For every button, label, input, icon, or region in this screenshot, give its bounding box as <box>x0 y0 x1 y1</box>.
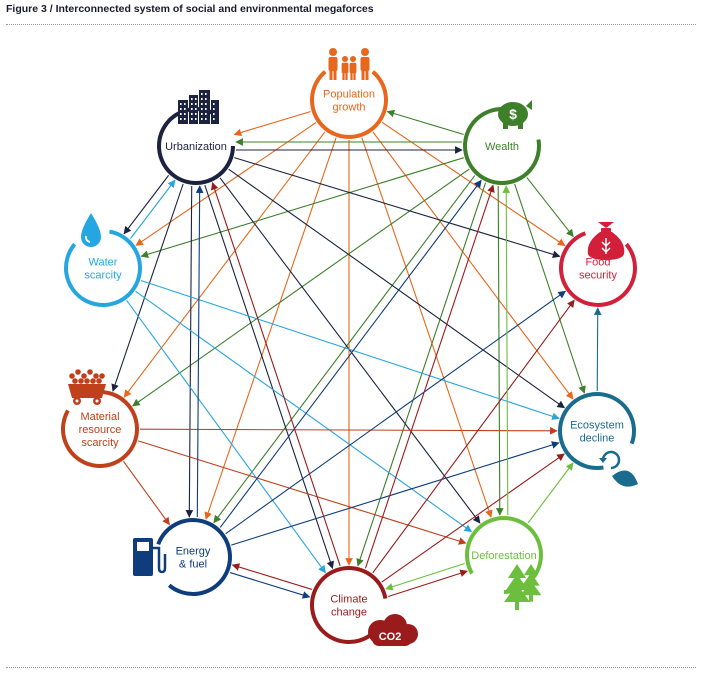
arrow-energy-to-wealth <box>219 179 482 528</box>
arrow-energy-to-urbanization <box>195 185 204 518</box>
mine-cart-icon <box>68 369 106 405</box>
arrow-climate-to-food <box>372 299 575 574</box>
arrow-climate-to-wealth <box>364 184 495 569</box>
node-energy: Energy& fuel <box>156 518 232 596</box>
arrow-urbanization-to-water <box>123 175 170 235</box>
piggy-bank-icon: $ <box>498 100 532 129</box>
arrow-deforestation-to-climate <box>385 562 465 591</box>
arrow-urbanization-to-deforestation <box>219 177 481 524</box>
arrow-population-to-urbanization <box>233 110 311 137</box>
arrow-deforestation-to-wealth <box>502 185 511 515</box>
arrow-wealth-to-energy <box>213 175 476 524</box>
node-ring <box>559 231 637 307</box>
arrow-wealth-to-climate <box>356 182 487 567</box>
co2-badge: CO2 <box>379 631 402 643</box>
arrow-population-to-deforestation <box>361 137 493 518</box>
node-ring <box>310 566 388 644</box>
arrow-water-to-deforestation <box>135 290 473 533</box>
arrow-wealth-to-deforestation <box>495 186 504 516</box>
node-label: Energy <box>176 546 211 558</box>
arrow-climate-to-energy <box>231 563 313 590</box>
node-label: Ecosystem <box>570 420 624 432</box>
node-label: resource <box>79 424 122 436</box>
svg-text:$: $ <box>509 106 517 122</box>
node-ring <box>463 107 541 185</box>
node-ring <box>156 518 232 596</box>
arrow-population-to-food <box>381 121 566 247</box>
arrow-urbanization-to-energy <box>185 185 194 518</box>
node-ring <box>310 70 388 139</box>
node-icons: $ CO2 <box>68 48 638 646</box>
arrow-energy-to-ecosystem <box>231 441 560 546</box>
arrow-energy-to-food <box>225 290 567 535</box>
water-drop-icon <box>81 213 101 247</box>
arrow-population-to-material <box>123 131 326 398</box>
node-label: decline <box>580 433 615 445</box>
grain-sack-icon <box>587 222 625 260</box>
arrow-wealth-to-ecosystem <box>514 183 586 394</box>
node-label: security <box>579 270 617 282</box>
node-label: Material <box>80 411 119 423</box>
co2-cloud-icon: CO2 <box>368 614 418 646</box>
arrow-urbanization-to-material <box>111 183 184 392</box>
arrow-energy-to-climate <box>229 572 311 599</box>
recycle-leaf-icon <box>599 450 638 487</box>
arrow-deforestation-to-ecosystem <box>527 462 574 524</box>
arrow-wealth-to-material <box>132 168 470 407</box>
node-label: Wealth <box>485 141 519 153</box>
node-label: growth <box>332 102 365 114</box>
arrow-water-to-urbanization <box>129 179 176 239</box>
bottom-dotted-rule <box>6 667 696 668</box>
arrow-population-to-energy <box>204 137 337 520</box>
node-label: Urbanization <box>165 141 227 153</box>
arrow-material-to-ecosystem <box>139 426 558 435</box>
arrow-wealth-to-water <box>140 157 464 258</box>
arrow-urbanization-to-food <box>234 157 561 259</box>
node-ring <box>558 392 636 470</box>
node-label: Deforestation <box>471 550 536 562</box>
node-ring <box>61 390 139 468</box>
arrow-climate-to-urbanization <box>210 181 341 566</box>
arrow-wealth-to-food <box>526 177 574 238</box>
node-label: Water <box>89 257 118 269</box>
arrow-climate-to-deforestation <box>388 569 468 598</box>
arrow-water-to-climate <box>126 299 326 574</box>
arrow-urbanization-to-climate <box>204 185 335 570</box>
arrow-wealth-to-population <box>386 109 464 136</box>
arrow-material-to-energy <box>123 461 170 526</box>
node-label: & fuel <box>179 559 207 571</box>
fuel-pump-icon <box>133 538 167 576</box>
arrow-ecosystem-to-food <box>593 307 602 392</box>
top-dotted-rule <box>6 24 696 25</box>
node-label: Climate <box>330 594 367 606</box>
node-ring <box>64 229 142 307</box>
node-label: Population <box>323 89 375 101</box>
node-label: scarcity <box>84 270 122 282</box>
arrow-material-to-deforestation <box>138 440 467 545</box>
node-label: scarcity <box>81 437 119 449</box>
figure-title: Figure 3 / Interconnected system of soci… <box>6 3 374 15</box>
arrow-water-to-ecosystem <box>140 280 560 420</box>
arrow-urbanization-to-ecosystem <box>228 168 566 409</box>
city-buildings-icon <box>178 90 219 124</box>
node-label: change <box>331 607 367 619</box>
arrow-population-to-water <box>135 122 317 246</box>
family-icon <box>328 48 370 80</box>
arrow-population-to-ecosystem <box>372 131 574 400</box>
pine-trees-icon <box>504 564 542 610</box>
connection-arrows <box>111 109 602 599</box>
arrow-climate-to-ecosystem <box>381 453 565 583</box>
